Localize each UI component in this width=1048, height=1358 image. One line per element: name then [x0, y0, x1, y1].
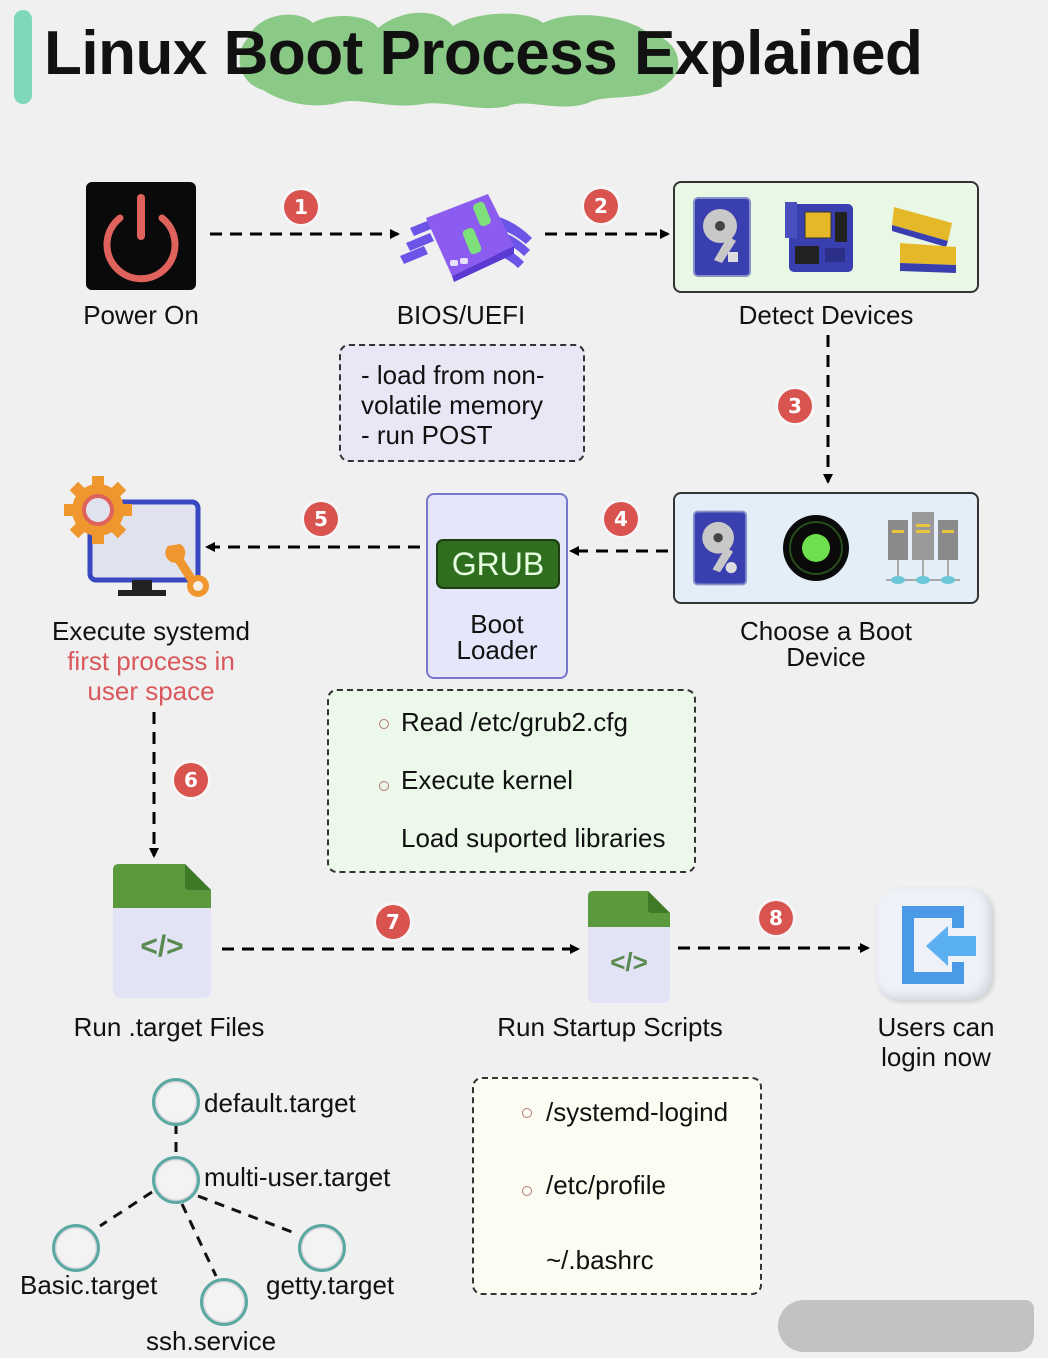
- title-highlight: Boot Process: [223, 19, 618, 88]
- title-highlight-blob: [239, 12, 679, 109]
- startup-scripts-label: Run Startup Scripts: [497, 1012, 723, 1042]
- systemd-sub-line1: first process in: [67, 646, 235, 676]
- bullet-icon: [379, 781, 389, 791]
- boot-loader-label: Boot Loader: [428, 611, 566, 663]
- power-on-tile: [86, 182, 196, 290]
- startup-note-1-text: /systemd-logind: [546, 1097, 729, 1127]
- code-icon: </>: [610, 947, 648, 977]
- step-badge-6: 6: [174, 763, 208, 797]
- startup-note-2-text: /etc/profile: [546, 1170, 666, 1200]
- tree-edge-ssh: [180, 1203, 218, 1277]
- tree-label-getty: getty.target: [266, 1270, 395, 1300]
- code-icon: </>: [140, 930, 184, 963]
- motherboard-icon: [784, 202, 853, 272]
- bios-note-2: volatile memory: [361, 390, 544, 420]
- login-label-line1: Users can: [877, 1012, 995, 1042]
- boot-loader-label-line2: Loader: [456, 635, 538, 665]
- tree-label-basic: Basic.target: [20, 1270, 158, 1300]
- bios-note-1: - load from non-: [361, 360, 545, 390]
- bios-note-3: - run POST: [361, 420, 493, 450]
- startup-notes: /systemd-logind /etc/profile ~/.bashrc: [472, 1077, 762, 1295]
- bullet-icon: [522, 1108, 532, 1118]
- ram-icon: [892, 207, 957, 273]
- target-files-label: Run .target Files: [73, 1012, 265, 1042]
- boot-device-label: Choose a Boot Device: [700, 618, 952, 670]
- chip-icon: [400, 194, 532, 282]
- startup-note-1: /systemd-logind: [522, 1097, 729, 1127]
- login-label: Users can login now: [850, 1014, 1022, 1070]
- grub-note-1-text: Read /etc/grub2.cfg: [401, 707, 628, 737]
- disc-icon: [782, 515, 849, 581]
- boot-device-label-line2: Device: [786, 642, 866, 672]
- startup-script-icon: </>: [588, 891, 670, 1003]
- detect-devices-label: Detect Devices: [738, 300, 914, 330]
- power-icon: [103, 194, 179, 283]
- systemd-label: Execute systemd: [52, 616, 250, 646]
- network-servers-icon: [886, 512, 961, 584]
- grub-badge: GRUB: [436, 539, 560, 589]
- grub-note-2-text: Execute kernel: [401, 765, 573, 795]
- grub-notes: Read /etc/grub2.cfg Execute kernel Load …: [327, 689, 696, 873]
- step-badge-7: 7: [376, 905, 410, 939]
- step-badge-1: 1: [284, 190, 318, 224]
- detect-devices-box: [673, 181, 979, 293]
- step-badge-5: 5: [304, 502, 338, 536]
- monitor-settings-icon: [64, 476, 209, 597]
- boot-loader-box: GRUB Boot Loader: [426, 493, 568, 679]
- bios-label: BIOS/UEFI: [396, 300, 526, 330]
- boot-loader-label-line1: Boot: [470, 609, 524, 639]
- tree-node-getty: [298, 1224, 346, 1272]
- boot-device-box: [673, 492, 979, 604]
- tree-edge-basic: [99, 1190, 153, 1228]
- boot-device-label-line1: Choose a Boot: [739, 616, 912, 646]
- bullet-icon: [522, 1186, 532, 1196]
- tree-label-ssh: ssh.service: [146, 1326, 277, 1356]
- step-badge-4: 4: [604, 502, 638, 536]
- title-accent-bar: [14, 10, 32, 104]
- tree-label-multi-user: multi-user.target: [204, 1162, 391, 1192]
- grub-note-1: Read /etc/grub2.cfg: [379, 707, 628, 737]
- grub-note-2: Execute kernel: [379, 765, 573, 795]
- step-badge-2: 2: [584, 189, 618, 223]
- bios-notes: - load from non- volatile memory - run P…: [339, 344, 585, 462]
- login-label-line2: login now: [881, 1042, 991, 1072]
- tree-node-multi-user: [152, 1156, 200, 1204]
- startup-note-3: ~/.bashrc: [546, 1245, 654, 1275]
- tree-node-default: [152, 1078, 200, 1126]
- power-on-label: Power On: [83, 300, 199, 330]
- hard-drive-icon: [692, 197, 751, 277]
- hard-drive-icon: [692, 510, 747, 586]
- title-part2: Explained: [633, 19, 923, 88]
- systemd-sub-line2: user space: [87, 676, 215, 706]
- bullet-icon: [379, 719, 389, 729]
- tree-node-ssh: [200, 1278, 248, 1326]
- title-part1: Linux: [44, 19, 207, 88]
- tree-node-basic: [52, 1224, 100, 1272]
- startup-note-2: /etc/profile: [522, 1170, 666, 1200]
- step-badge-3: 3: [778, 389, 812, 423]
- grub-note-3: Load suported libraries: [401, 823, 666, 853]
- login-icon: [876, 888, 992, 1000]
- step-badge-8: 8: [759, 901, 793, 935]
- watermark-smudge: [778, 1300, 1034, 1352]
- page-title: Linux Boot Process Explained: [44, 18, 923, 89]
- target-file-icon: </>: [113, 864, 211, 998]
- tree-edge-getty: [197, 1194, 293, 1234]
- tree-label-default: default.target: [204, 1088, 356, 1118]
